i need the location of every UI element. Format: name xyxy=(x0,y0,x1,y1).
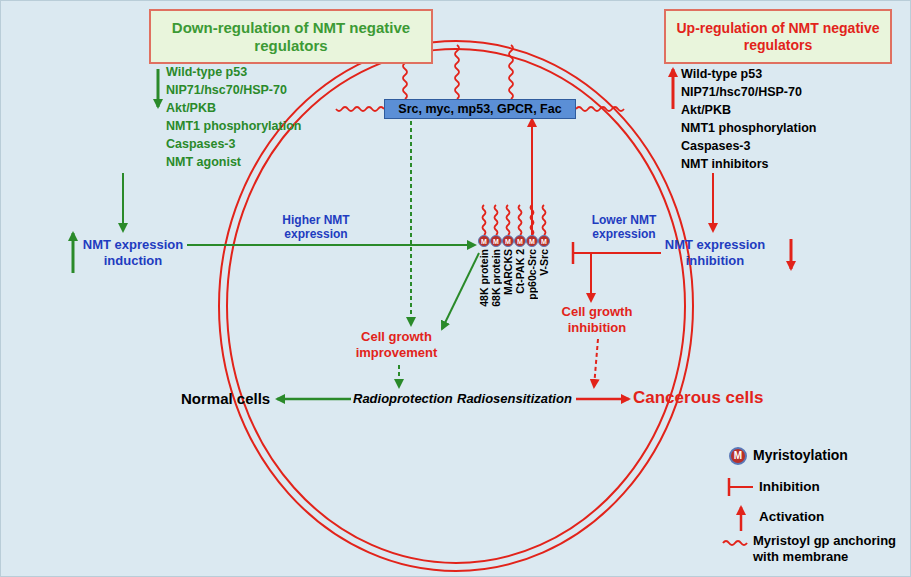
legend-inhibition-bar xyxy=(728,478,731,496)
node-text: M xyxy=(505,238,511,245)
myristoylation-circle: M xyxy=(538,235,550,247)
regulator-item: Wild-type p53 xyxy=(681,67,762,82)
legend-text: Myristoyl gp anchoring with membrane xyxy=(753,533,908,564)
effect-label: Radioprotection xyxy=(353,391,453,407)
node-text: M xyxy=(481,238,487,245)
myristoyl-anchors xyxy=(336,45,624,235)
legend-inhibition-line xyxy=(729,486,753,488)
arrow-line xyxy=(712,173,714,231)
down-arrow xyxy=(790,239,793,269)
arrow-line xyxy=(122,173,124,231)
expression-label: Higher NMT expression xyxy=(276,213,356,242)
membrane-anchor-wave xyxy=(509,45,513,99)
legend-samples xyxy=(723,478,753,545)
regulator-item: Akt/PKB xyxy=(681,103,731,118)
up-arrow xyxy=(672,69,675,109)
node-text: M xyxy=(529,238,535,245)
protein-anchor-wave xyxy=(519,205,522,235)
legend-symbol: M xyxy=(729,447,747,465)
myristoylation-circle: M xyxy=(502,235,514,247)
cell-type-label: Normal cells xyxy=(181,390,270,408)
arrow-line xyxy=(576,398,629,401)
protein-anchor-wave xyxy=(495,205,498,235)
regulator-item: Caspases-3 xyxy=(166,137,236,152)
protein-anchor-wave xyxy=(483,205,486,235)
effect-label: Radiosensitization xyxy=(457,391,572,407)
dashed-arrow xyxy=(410,121,412,325)
red-arrows xyxy=(573,69,791,399)
dashed-arrow xyxy=(398,365,400,387)
dashed-arrow xyxy=(594,339,598,387)
activation-arrow xyxy=(531,119,533,235)
arrow-line xyxy=(187,244,475,246)
arrow-line xyxy=(590,253,592,301)
expression-label: NMT expression induction xyxy=(81,237,185,268)
legend-anchor-wave xyxy=(723,541,747,545)
membrane-anchor-wave xyxy=(336,107,384,111)
inhibition-bar xyxy=(572,242,575,264)
protein-name: V-Src xyxy=(538,249,550,276)
expression-label: Lower NMT expression xyxy=(581,213,667,242)
arrow-line xyxy=(442,253,479,329)
membrane-anchor-wave xyxy=(576,107,624,111)
regulator-item: NMT1 phosphorylation xyxy=(166,119,301,134)
protein-name: pp60c-Src xyxy=(526,249,538,300)
regulator-item: NMT inhibitors xyxy=(681,157,769,172)
node-text: M xyxy=(493,238,499,245)
regulator-item: Akt/PKB xyxy=(166,101,216,116)
regulator-item: NIP71/hsc70/HSP-70 xyxy=(681,85,802,100)
legend-text: Myristoylation xyxy=(753,447,848,464)
myristoylation-circle: M xyxy=(526,235,538,247)
inhibition-line xyxy=(573,252,661,254)
regulator-item: Caspases-3 xyxy=(681,139,751,154)
protein-name: 68K protein xyxy=(490,249,502,307)
protein-anchor-wave xyxy=(507,205,510,235)
protein-name: Ct-PAK 2 xyxy=(514,249,526,294)
node-text: M xyxy=(517,238,523,245)
legend-text: Inhibition xyxy=(759,479,820,495)
node-text: Up-regulation of NMT negative regulators xyxy=(674,20,882,54)
up-arrow xyxy=(72,233,75,273)
regulator-item: NIP71/hsc70/HSP-70 xyxy=(166,83,287,98)
outcome-label: Cell growth improvement xyxy=(349,329,444,360)
arrow-line xyxy=(277,398,351,401)
protein-name: MARCKS xyxy=(502,249,514,295)
myristoylation-circle: M xyxy=(490,235,502,247)
header-box: Down-regulation of NMT negative regulato… xyxy=(149,9,433,64)
regulator-item: Wild-type p53 xyxy=(166,65,247,80)
membrane-protein-box: Src, myc, mp53, GPCR, Fac xyxy=(384,99,576,119)
node-text: M xyxy=(541,238,547,245)
legend-activation-arrow xyxy=(740,507,743,531)
outcome-label: Cell growth inhibition xyxy=(551,304,643,335)
myristoylation-circle: M xyxy=(478,235,490,247)
myristoylation-circle: M xyxy=(514,235,526,247)
expression-label: NMT expression inhibition xyxy=(663,237,767,268)
regulator-item: NMT1 phosphorylation xyxy=(681,121,816,136)
regulator-item: NMT agonist xyxy=(166,155,241,170)
down-arrow xyxy=(157,69,160,107)
header-box: Up-regulation of NMT negative regulators xyxy=(664,9,892,64)
legend-text: Activation xyxy=(759,509,824,525)
protein-name: 48K protein xyxy=(478,249,490,307)
node-text: Down-regulation of NMT negative regulato… xyxy=(159,19,423,55)
protein-anchor-wave xyxy=(543,205,546,235)
node-text: Src, myc, mp53, GPCR, Fac xyxy=(398,102,561,116)
membrane-anchor-wave xyxy=(455,45,459,99)
cell-type-label: Cancerous cells xyxy=(633,388,763,408)
